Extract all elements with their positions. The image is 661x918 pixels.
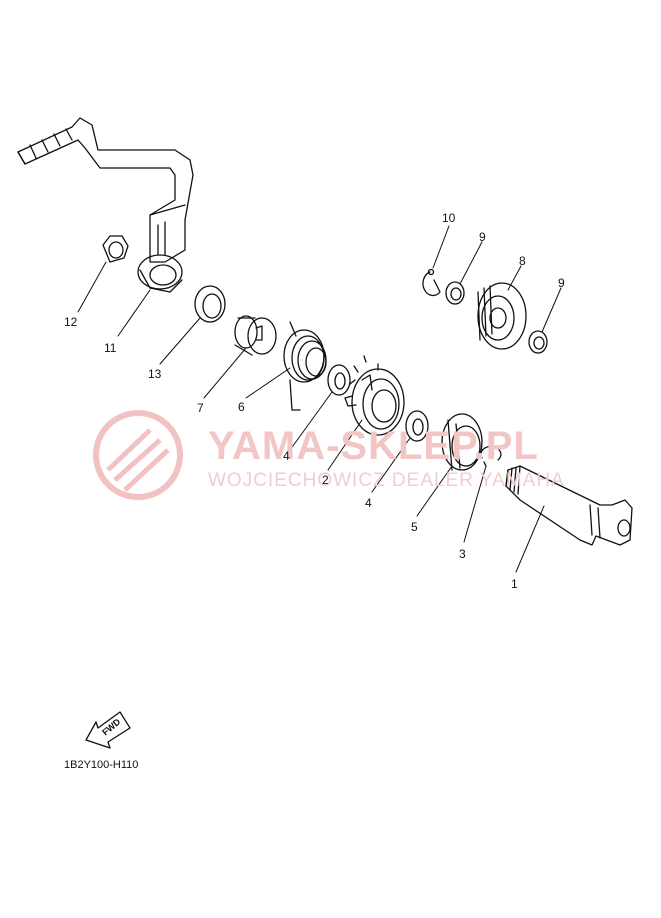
callout-9b: 9 (558, 276, 565, 290)
callout-9a: 9 (479, 230, 486, 244)
callout-8: 8 (519, 254, 526, 268)
callout-4a: 4 (283, 449, 290, 463)
watermark-tagline: WOJCIECHOWICZ DEALER YAMAHA (208, 470, 565, 491)
kick-gear-2 (345, 356, 404, 435)
leader-lines (78, 226, 561, 572)
oil-seal-13 (195, 286, 225, 322)
kick-lever (18, 118, 193, 292)
callout-6: 6 (238, 400, 245, 414)
fwd-arrow-icon (86, 712, 130, 748)
callout-10: 10 (442, 211, 456, 225)
svg-text:.: . (330, 37, 331, 41)
ratchet-wheel-5 (442, 414, 482, 470)
ratchet-8 (478, 283, 526, 349)
callout-13: 13 (148, 367, 162, 381)
kick-shaft-1 (506, 466, 632, 545)
callout-4b: 4 (365, 496, 372, 510)
torsion-spring-6 (284, 322, 326, 410)
callout-1: 1 (511, 577, 518, 591)
washer-4b (406, 411, 428, 441)
circlip-3 (481, 446, 501, 466)
washer-4a (328, 365, 350, 395)
callout-11: 11 (104, 341, 117, 355)
callout-7: 7 (197, 401, 204, 415)
washer-9a (446, 282, 464, 304)
callout-12: 12 (64, 315, 78, 329)
watermark-logo (96, 413, 180, 497)
callout-3: 3 (459, 547, 466, 561)
callout-2: 2 (322, 473, 329, 487)
collar-7 (235, 316, 276, 355)
diagram-code: 1B2Y100-H110 (64, 759, 139, 771)
callout-5: 5 (411, 520, 418, 534)
nut-12 (103, 236, 128, 262)
watermark-brand: YAMA-SKLEP.PL (208, 424, 539, 468)
clip-10 (423, 270, 440, 296)
washer-9b (529, 331, 547, 353)
